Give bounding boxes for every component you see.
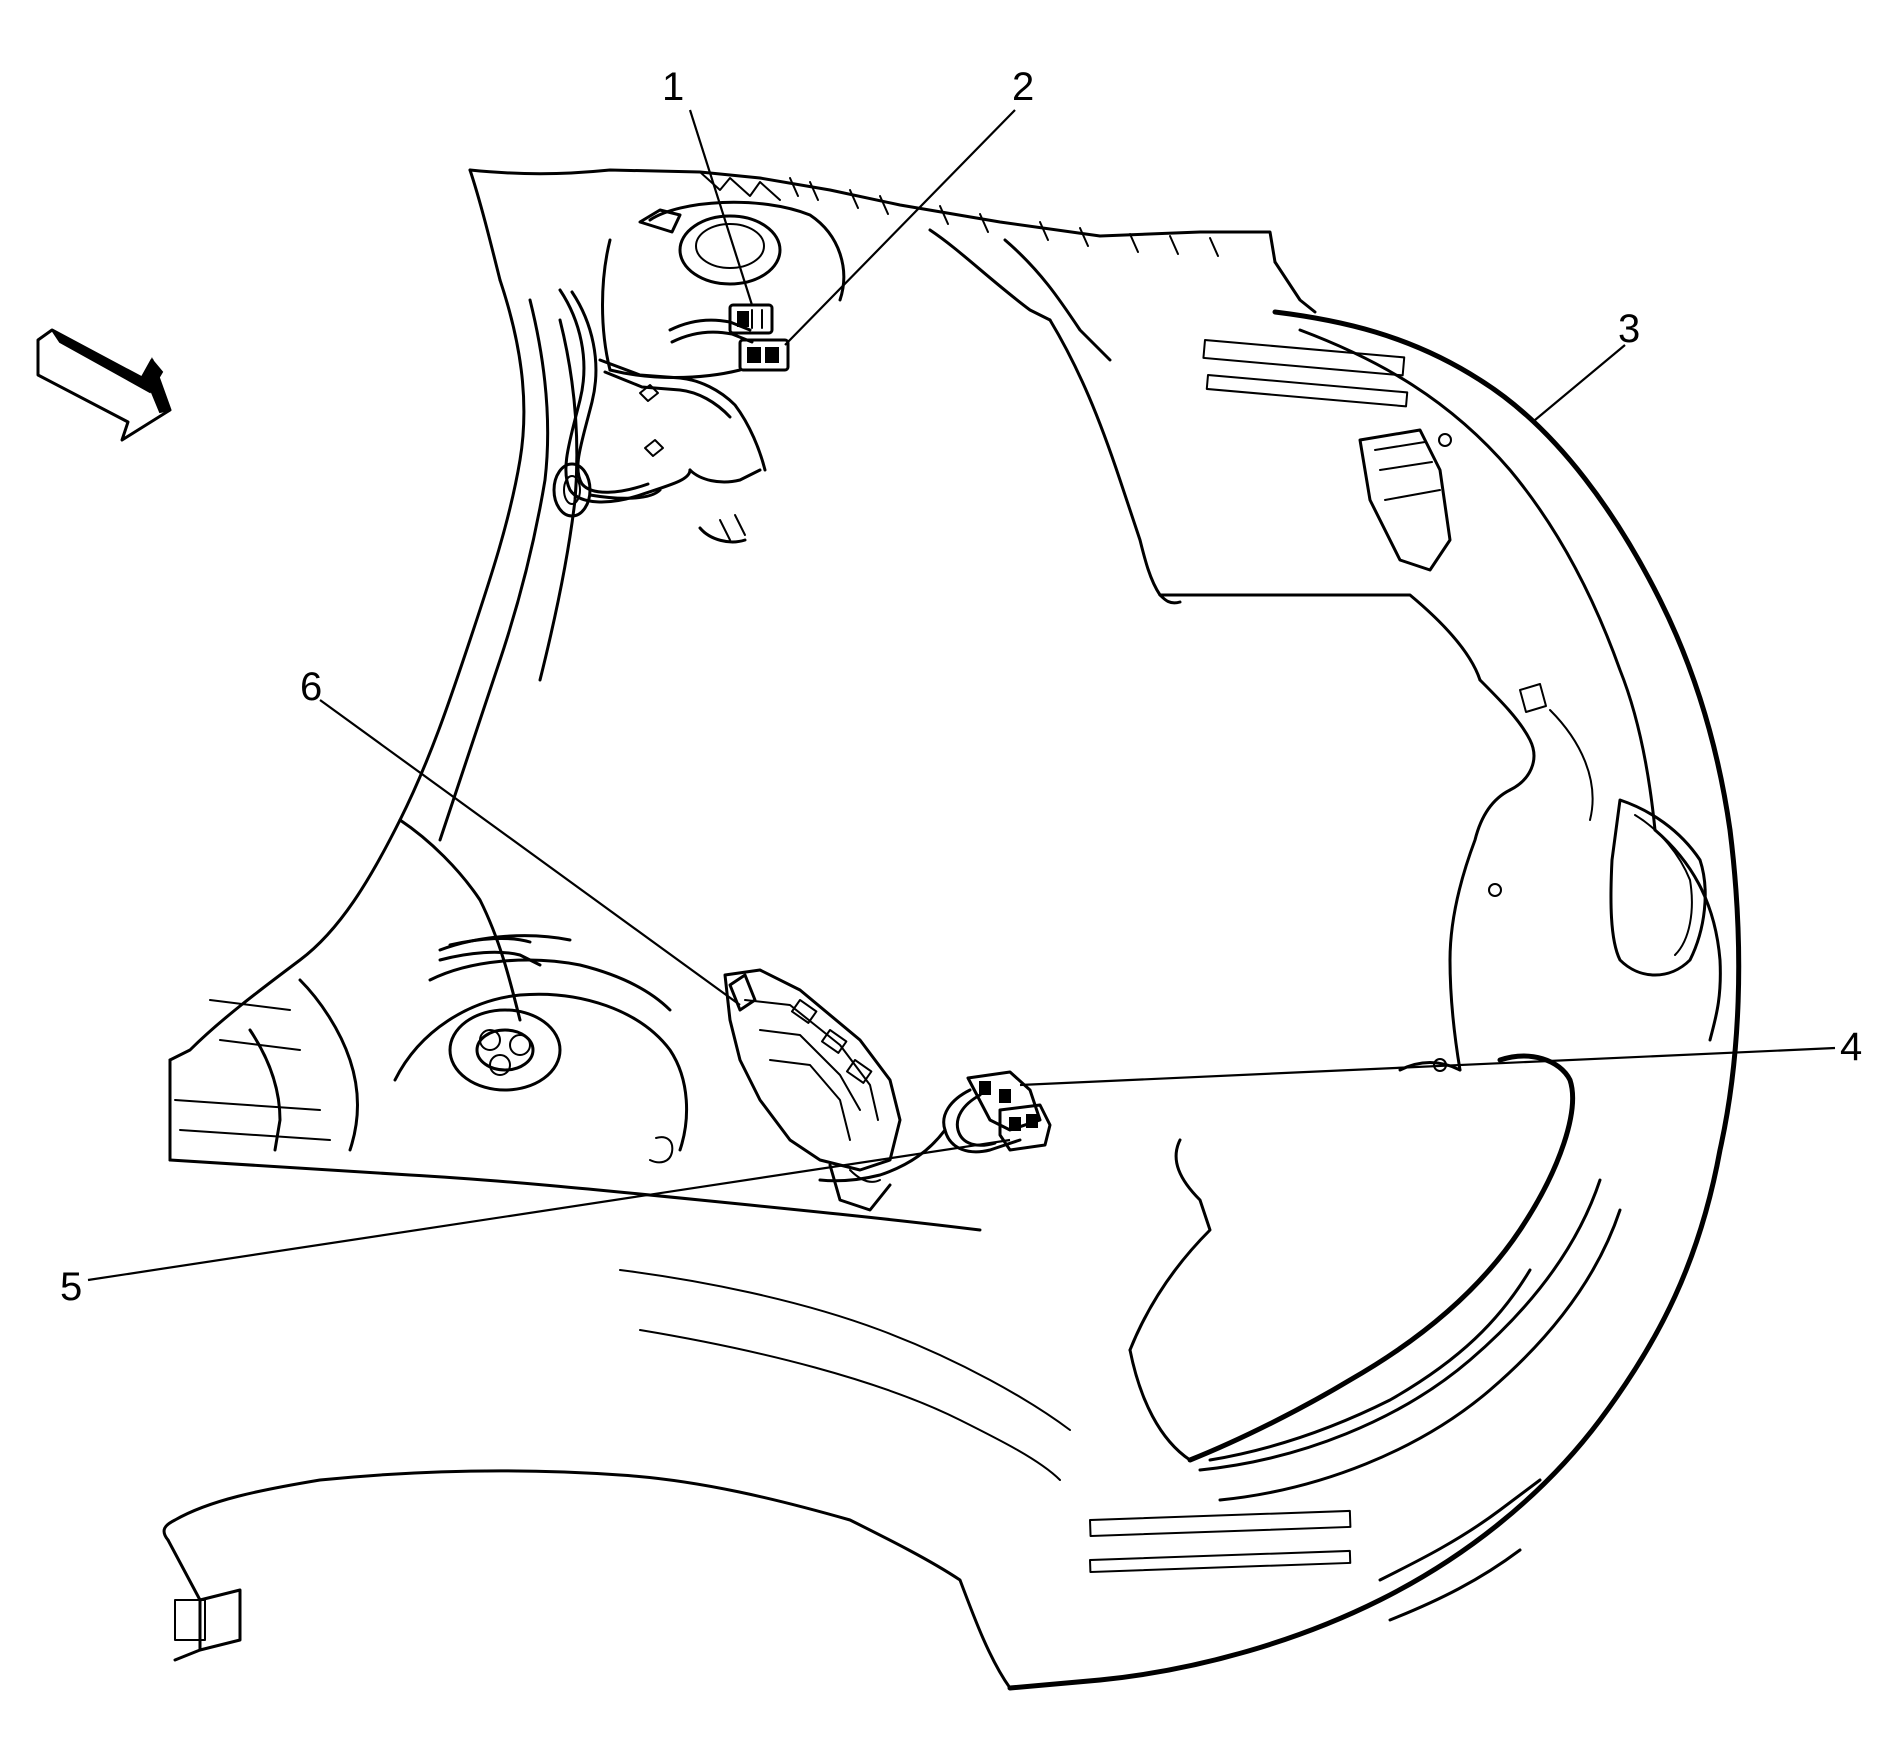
leader-3	[1534, 344, 1626, 421]
view-direction-arrow-icon	[36, 328, 172, 442]
connector-4	[966, 1070, 1042, 1132]
leader-6	[319, 699, 741, 1006]
leader-5	[87, 1138, 1011, 1282]
leader-lines	[87, 109, 1836, 1282]
leader-1	[688, 109, 754, 306]
wheel-arch	[1128, 1053, 1576, 1463]
lower-rear-panel	[1089, 1478, 1542, 1622]
bumper-inner-liner	[1048, 318, 1707, 1072]
callout-2: 2	[1012, 65, 1034, 109]
left-shock-tower	[393, 934, 688, 1164]
wiring-harness-upper	[552, 288, 767, 544]
callout-labels: 1 2 3 4 5 6	[60, 65, 1862, 1309]
leader-2	[784, 109, 1016, 346]
connector-1	[728, 303, 774, 335]
connector-5	[998, 1103, 1052, 1152]
bumper-fascia-outline	[162, 309, 1742, 1691]
trunk-opening-panel	[468, 168, 1317, 362]
callout-3: 3	[1618, 307, 1640, 351]
tail-lamp-assembly	[723, 968, 902, 1212]
left-bottom-bracket	[166, 1538, 242, 1662]
callout-4: 4	[1840, 1025, 1862, 1069]
left-quarter-panel	[168, 278, 982, 1232]
leader-4	[1019, 1046, 1836, 1087]
upper-shock-tower	[601, 200, 846, 379]
connector-2	[738, 338, 790, 372]
callout-6: 6	[300, 665, 322, 709]
callout-5: 5	[60, 1265, 82, 1309]
callout-1: 1	[662, 65, 684, 109]
